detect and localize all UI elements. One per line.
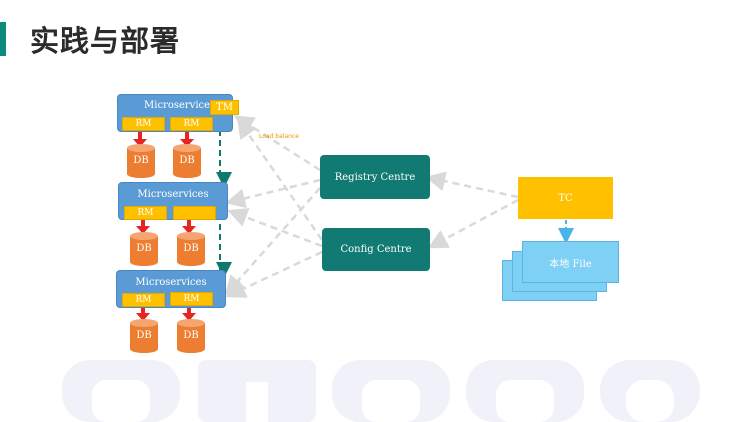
- registry-centre-node: Registry Centre: [320, 155, 430, 199]
- page-title: 实践与部署: [30, 24, 181, 58]
- db-3-1: [130, 319, 158, 353]
- line-config-ms2: [227, 207, 323, 248]
- line-tc-registry: [425, 171, 519, 199]
- tc-node: TC: [518, 177, 613, 219]
- db-3-2: [177, 319, 205, 353]
- db-label: DB: [133, 155, 149, 166]
- db-2-2: [177, 232, 205, 266]
- title-accent-bar: [0, 22, 6, 56]
- microservice-label: Microservices: [135, 277, 207, 288]
- config-centre-node: Config Centre: [322, 228, 430, 271]
- db-label: DB: [136, 243, 152, 254]
- background-watermark: [62, 360, 700, 422]
- db-1-1: [127, 144, 155, 178]
- local-file-node: 本地 File: [522, 241, 619, 283]
- db-label: DB: [183, 243, 199, 254]
- db-cylinders: [127, 144, 205, 353]
- db-label: DB: [183, 330, 199, 341]
- db-label: DB: [136, 330, 152, 341]
- line-registry-ms1: [233, 115, 321, 172]
- db-2-1: [130, 232, 158, 266]
- line-tc-config: [427, 198, 519, 249]
- line-registry-ms2: [225, 178, 321, 209]
- tm-node: TM: [210, 100, 239, 115]
- rm-node-blank: [173, 206, 216, 220]
- rm-node: RM: [170, 292, 213, 306]
- microservice-label: Microservices: [144, 100, 216, 111]
- rm-node: RM: [122, 293, 165, 307]
- load-balance-label: Load balance: [259, 133, 299, 140]
- db-label: DB: [179, 155, 195, 166]
- microservice-label: Microservices: [137, 189, 209, 200]
- db-1-2: [173, 144, 201, 178]
- rm-node: RM: [170, 117, 213, 131]
- line-config-ms3: [225, 250, 323, 298]
- rm-node: RM: [124, 206, 167, 220]
- rm-node: RM: [122, 117, 165, 131]
